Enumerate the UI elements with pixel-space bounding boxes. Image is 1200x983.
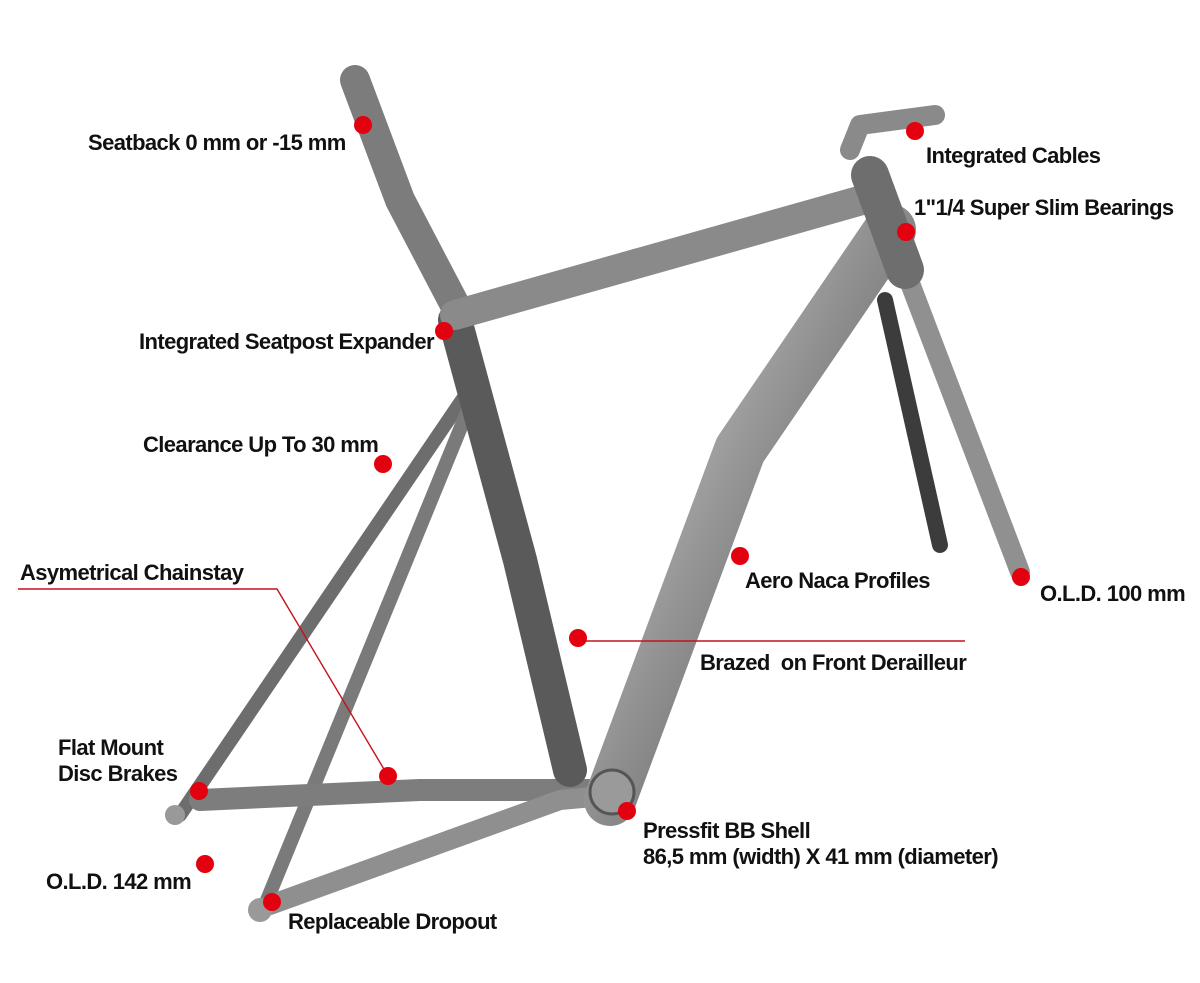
leader-lines	[18, 588, 965, 777]
old-rear-label: O.L.D. 142 mm	[46, 869, 191, 894]
chainstay-leader-line	[18, 588, 389, 777]
old-rear-dot	[196, 855, 214, 873]
callout-dots	[190, 116, 1030, 911]
callout-labels: Seatback 0 mm or -15 mm Integrated Cable…	[20, 130, 1186, 934]
chainstay-label: Asymetrical Chainstay	[20, 560, 245, 585]
chainstay-dot	[379, 767, 397, 785]
clearance-label: Clearance Up To 30 mm	[143, 432, 378, 457]
disc-brakes-label-line1: Flat Mount	[58, 735, 164, 760]
front-derailleur-dot	[569, 629, 587, 647]
integrated-cables-label: Integrated Cables	[926, 143, 1101, 168]
bearings-label: 1"1/4 Super Slim Bearings	[914, 195, 1174, 220]
bb-shell-dot	[618, 802, 636, 820]
integrated-cables-dot	[906, 122, 924, 140]
seatpost-expander-label: Integrated Seatpost Expander	[139, 329, 435, 354]
old-front-dot	[1012, 568, 1030, 586]
aero-label: Aero Naca Profiles	[745, 568, 930, 593]
dropout-label: Replaceable Dropout	[288, 909, 498, 934]
disc-brakes-label-line2: Disc Brakes	[58, 761, 178, 786]
clearance-dot	[374, 455, 392, 473]
bike-frame-illustration	[165, 65, 1030, 922]
bb-shell-label-line2: 86,5 mm (width) X 41 mm (diameter)	[643, 844, 998, 869]
seatpost-expander-dot	[435, 322, 453, 340]
bb-shell-label-line1: Pressfit BB Shell	[643, 818, 810, 843]
dropout-dot	[263, 893, 281, 911]
seatback-label: Seatback 0 mm or -15 mm	[88, 130, 346, 155]
aero-dot	[731, 547, 749, 565]
bearings-dot	[897, 223, 915, 241]
disc-brakes-dot	[190, 782, 208, 800]
old-front-label: O.L.D. 100 mm	[1040, 581, 1185, 606]
seatback-dot	[354, 116, 372, 134]
front-derailleur-label: Brazed on Front Derailleur	[700, 650, 967, 675]
